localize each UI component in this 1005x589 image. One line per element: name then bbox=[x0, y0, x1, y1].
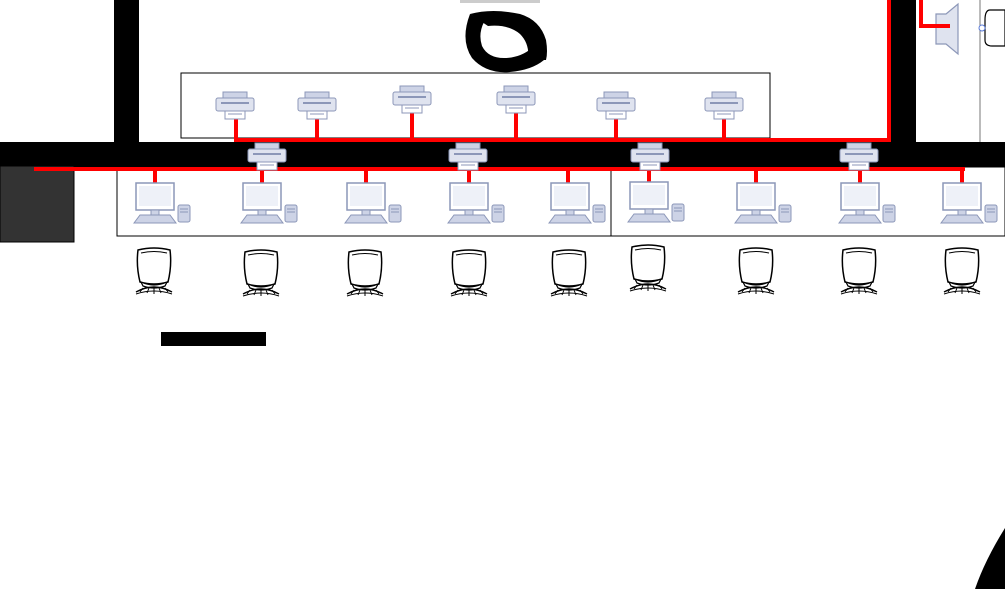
chair-icon bbox=[346, 249, 384, 297]
chair-icon bbox=[943, 247, 981, 295]
right-room bbox=[935, 0, 1005, 142]
chair-icon bbox=[550, 249, 588, 297]
chair-icon bbox=[840, 247, 878, 295]
chair-icon bbox=[737, 247, 775, 295]
chair-icon bbox=[629, 244, 667, 292]
chair-icon bbox=[135, 247, 173, 295]
wall-main-horizontal bbox=[0, 142, 1005, 167]
desk-right bbox=[610, 166, 1005, 237]
dark-block bbox=[0, 165, 75, 243]
curved-symbol bbox=[460, 0, 547, 73]
chairs bbox=[135, 244, 981, 297]
workstations bbox=[133, 181, 998, 224]
walls bbox=[0, 0, 1005, 346]
corner-curve bbox=[975, 528, 1005, 589]
wall-right-vertical bbox=[891, 0, 916, 148]
speaker-icon-shape bbox=[935, 2, 959, 56]
wall-left-vertical bbox=[114, 0, 139, 148]
wall-stub bbox=[161, 332, 266, 346]
chair-icon bbox=[242, 249, 280, 297]
printer-table bbox=[180, 72, 771, 139]
speaker-cone-icon bbox=[984, 9, 1005, 47]
chair-icon bbox=[450, 249, 488, 297]
